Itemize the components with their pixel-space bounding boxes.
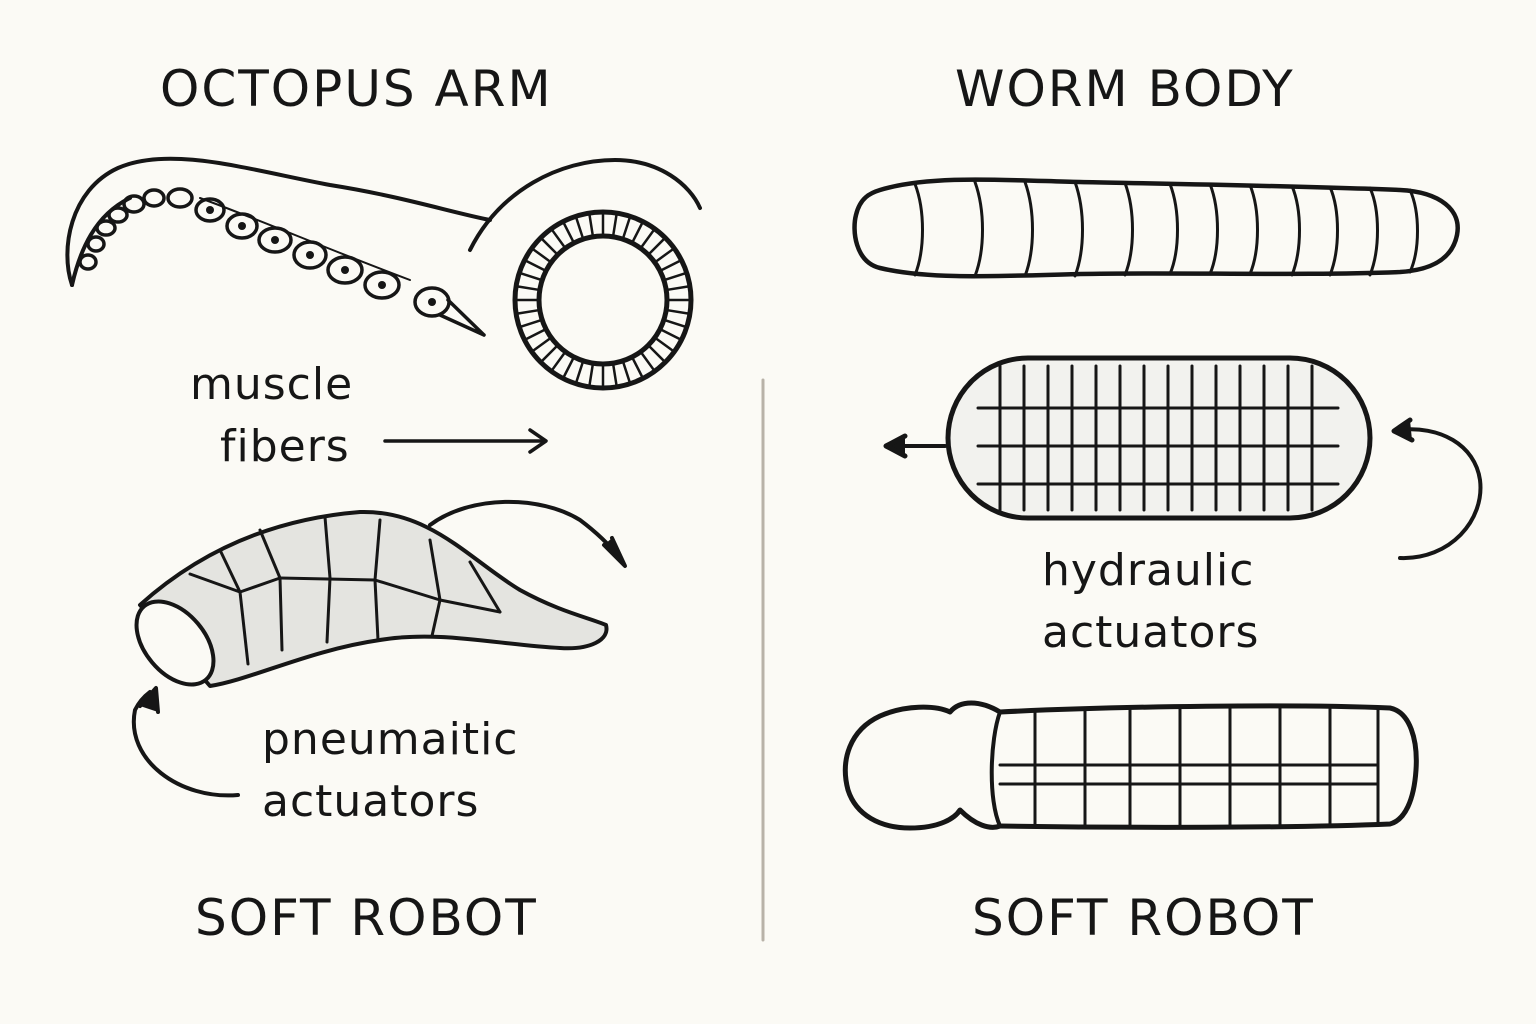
muscle-fiber-tick xyxy=(648,237,666,255)
hydraulic-soft-robot xyxy=(842,700,1419,831)
muscle-fiber-tick xyxy=(622,361,631,384)
pneumatic-soft-robot xyxy=(131,499,627,798)
muscle-fiber-tick xyxy=(612,213,618,237)
muscle-fiber-tick xyxy=(516,309,540,315)
left-soft-robot-title: SOFT ROBOT xyxy=(195,889,538,947)
pneumatic-label-line1: pneumaitic xyxy=(262,714,519,765)
muscle-fiber-tick xyxy=(666,309,690,315)
octopus-arm-drawing xyxy=(65,156,702,337)
worm-body-drawing xyxy=(852,177,1460,279)
muscle-fiber-tick xyxy=(588,213,594,237)
muscle-fiber-tick xyxy=(519,319,542,328)
sucker-row xyxy=(78,187,451,318)
muscle-fiber-tick xyxy=(664,272,687,281)
pneumatic-label-line2: actuators xyxy=(262,776,480,827)
muscle-fibers-arrow xyxy=(383,428,548,454)
muscle-cross-section xyxy=(512,209,694,391)
right-soft-robot-title: SOFT ROBOT xyxy=(972,889,1315,947)
muscle-fiber-tick xyxy=(655,248,674,263)
muscle-fiber-tick xyxy=(660,328,681,341)
hydraulic-actuator-drawing xyxy=(883,355,1483,561)
muscle-fiber-tick xyxy=(655,337,674,352)
muscle-fiber-tick xyxy=(588,363,594,387)
muscle-fiber-tick xyxy=(664,319,687,328)
hydraulic-label-line2: actuators xyxy=(1042,607,1260,658)
muscle-fiber-tick xyxy=(575,361,584,384)
muscle-label-line2: fibers xyxy=(220,421,350,472)
muscle-fiber-tick xyxy=(660,259,681,272)
muscle-fiber-tick xyxy=(631,222,644,243)
hydraulic-label-line1: hydraulic xyxy=(1042,545,1255,596)
muscle-fiber-tick xyxy=(525,259,546,272)
muscle-fiber-tick xyxy=(532,337,551,352)
muscle-fiber-tick xyxy=(540,345,558,363)
muscle-fiber-tick xyxy=(525,328,546,341)
muscle-fiber-tick xyxy=(519,272,542,281)
muscle-fiber-tick xyxy=(575,216,584,239)
muscle-fiber-tick xyxy=(540,237,558,255)
muscle-fiber-tick xyxy=(612,363,618,387)
muscle-fiber-tick xyxy=(631,357,644,378)
octopus-arm-title: OCTOPUS ARM xyxy=(160,60,553,118)
worm-body-title: WORM BODY xyxy=(955,60,1295,118)
muscle-label-line1: muscle xyxy=(190,359,354,410)
muscle-fiber-tick xyxy=(516,285,540,291)
muscle-fiber-tick xyxy=(562,357,575,378)
muscle-fiber-tick xyxy=(666,285,690,291)
muscle-fiber-tick xyxy=(551,229,566,248)
muscle-fiber-tick xyxy=(532,248,551,263)
muscle-fiber-tick xyxy=(640,229,655,248)
muscle-fiber-tick xyxy=(640,352,655,371)
muscle-fiber-tick xyxy=(562,222,575,243)
muscle-fiber-tick xyxy=(622,216,631,239)
muscle-fiber-tick xyxy=(648,345,666,363)
muscle-fiber-tick xyxy=(551,352,566,371)
